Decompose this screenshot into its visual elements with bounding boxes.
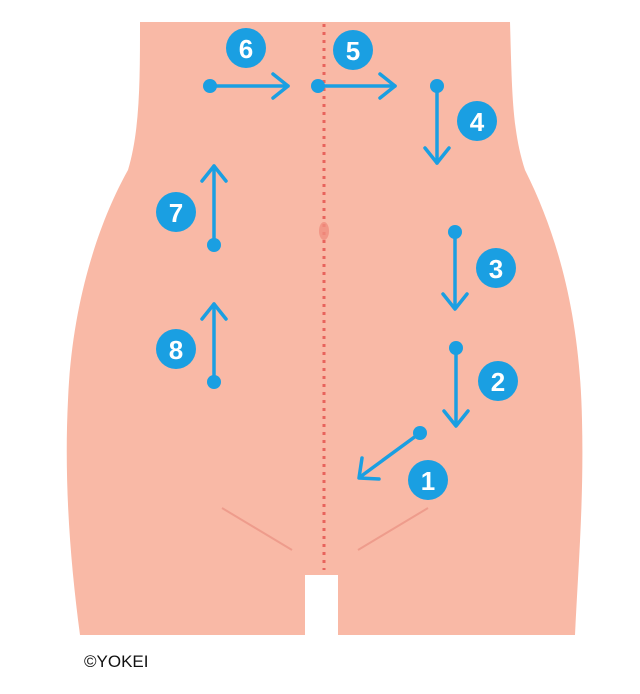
start-dot-5 <box>311 79 325 93</box>
start-dot-3 <box>448 225 462 239</box>
groin-line-right <box>357 507 429 551</box>
arrow-step-2 <box>442 346 470 428</box>
arrow-step-6 <box>208 72 290 100</box>
step-label-7: 7 <box>169 198 183 228</box>
step-label-6: 6 <box>239 34 253 64</box>
start-dot-2 <box>449 341 463 355</box>
navel <box>319 222 329 240</box>
arrow-step-7 <box>200 164 228 247</box>
step-label-1: 1 <box>421 466 435 496</box>
start-dot-8 <box>207 375 221 389</box>
step-label-3: 3 <box>489 254 503 284</box>
arrow-step-5 <box>316 72 397 100</box>
groin-line-left <box>221 507 293 551</box>
step-label-4: 4 <box>470 107 485 137</box>
step-label-5: 5 <box>346 36 360 66</box>
step-label-2: 2 <box>491 367 505 397</box>
step-label-8: 8 <box>169 335 183 365</box>
arrow-step-8 <box>200 302 228 384</box>
arrow-step-4 <box>423 84 451 165</box>
copyright: ©YOKEI <box>84 652 149 671</box>
start-dot-6 <box>203 79 217 93</box>
arrow-step-1 <box>357 431 422 481</box>
arrow-step-3 <box>441 230 469 311</box>
start-dot-1 <box>413 426 427 440</box>
start-dot-4 <box>430 79 444 93</box>
start-dot-7 <box>207 238 221 252</box>
